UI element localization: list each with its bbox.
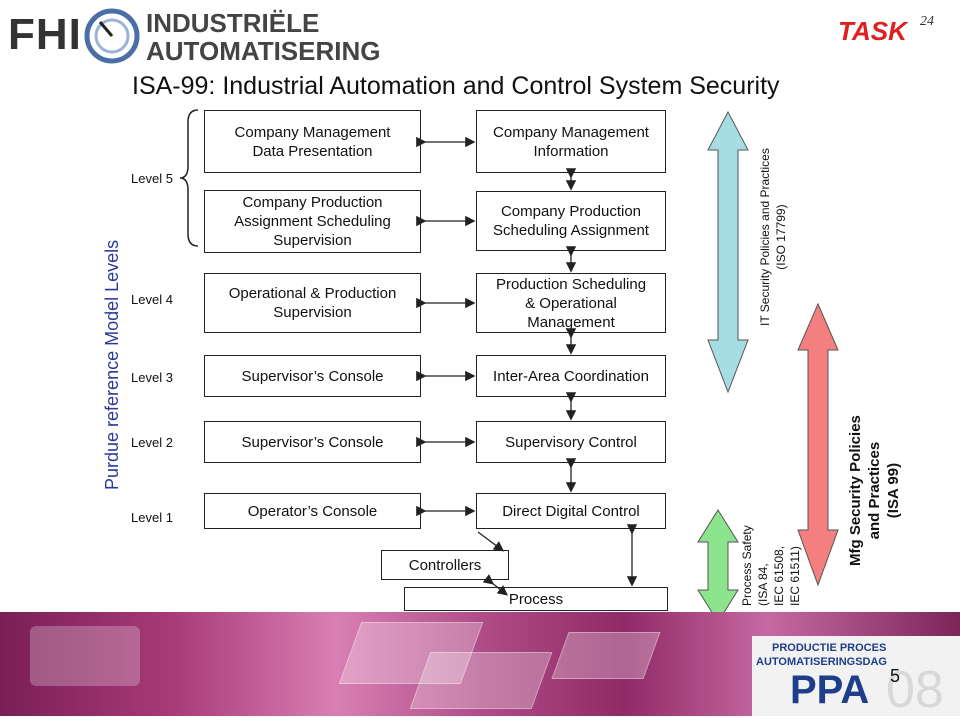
left-box-operational-production: Operational & Production Supervision — [204, 273, 421, 333]
v-arrow — [482, 574, 509, 596]
left-box-supervisors-console-2: Supervisor’s Console — [204, 421, 421, 463]
banner-line: PRODUCTIE PROCES — [772, 642, 887, 654]
left-box-company-management-data: Company Management Data Presentation — [204, 110, 421, 173]
level-label: Level 3 — [131, 370, 173, 385]
gauge-icon — [84, 8, 140, 64]
mfg-line: (ISA 99) — [885, 462, 902, 519]
level-label: Level 5 — [131, 171, 173, 186]
it-policy-line: (ISO 17799) — [774, 204, 788, 270]
it-policy-line: IT Security Policies and Practices — [758, 148, 772, 326]
mfg-policy-arrow — [797, 302, 839, 587]
left-box-company-production-supervision: Company Production Assignment Scheduling… — [204, 190, 421, 253]
safety-line: (ISA 84, — [756, 563, 770, 606]
fhi-logo-sub-1: INDUSTRIËLE — [146, 8, 320, 38]
ppa-logo-text: PPA — [790, 668, 870, 712]
v-arrow — [477, 531, 505, 552]
page-number: 5 — [890, 666, 901, 686]
banner-line: AUTOMATISERINGSDAG — [756, 656, 887, 668]
solar-panel-image — [551, 632, 661, 679]
left-box-operators-console: Operator’s Console — [204, 493, 421, 529]
process-safety-label: Process Safety (ISA 84, IEC 61508, IEC 6… — [739, 525, 803, 606]
right-box-inter-area-coordination: Inter-Area Coordination — [476, 355, 666, 397]
safety-line: Process Safety — [740, 525, 754, 606]
task24-logo: TASK 24 — [838, 14, 948, 54]
device-photo — [30, 626, 140, 686]
process-box: Process — [404, 587, 668, 611]
solar-panel-image — [409, 652, 553, 709]
it-policy-label: IT Security Policies and Practices (ISO … — [757, 148, 789, 326]
fhi-logo-sub-2: AUTOMATISERING — [146, 36, 381, 66]
level-label: Level 4 — [131, 292, 173, 307]
fhi-logo: FHI INDUSTRIËLE AUTOMATISERING — [8, 4, 380, 66]
fhi-logo-text: FHI — [8, 10, 82, 59]
level5-brace — [179, 109, 199, 247]
page-title: ISA-99: Industrial Automation and Contro… — [132, 72, 780, 100]
mfg-policy-label: Mfg Security Policies and Practices (ISA… — [846, 415, 903, 566]
right-box-production-scheduling: Production Scheduling & Operational Mana… — [476, 273, 666, 333]
left-box-supervisors-console-3: Supervisor’s Console — [204, 355, 421, 397]
right-box-company-management-info: Company Management Information — [476, 110, 666, 173]
level-label: Level 1 — [131, 510, 173, 525]
it-policy-arrow — [707, 110, 749, 394]
safety-line: IEC 61508, — [772, 545, 786, 606]
task-logo-sup: 24 — [920, 14, 934, 29]
task-logo-text: TASK — [838, 16, 907, 46]
safety-line: IEC 61511) — [788, 546, 802, 606]
ppa-banner: PRODUCTIE PROCES AUTOMATISERINGSDAG PPA … — [752, 636, 960, 719]
right-box-direct-digital-control: Direct Digital Control — [476, 493, 666, 529]
level-label: Level 2 — [131, 435, 173, 450]
ppa-year: 08 — [886, 661, 944, 719]
right-box-company-production-scheduling: Company Production Scheduling Assignment — [476, 191, 666, 251]
mfg-line: Mfg Security Policies — [847, 415, 864, 566]
footer-photo-strip: PRODUCTIE PROCES AUTOMATISERINGSDAG PPA … — [0, 612, 960, 719]
safety-policy-arrow — [697, 509, 739, 623]
mfg-line: and Practices — [866, 441, 883, 540]
